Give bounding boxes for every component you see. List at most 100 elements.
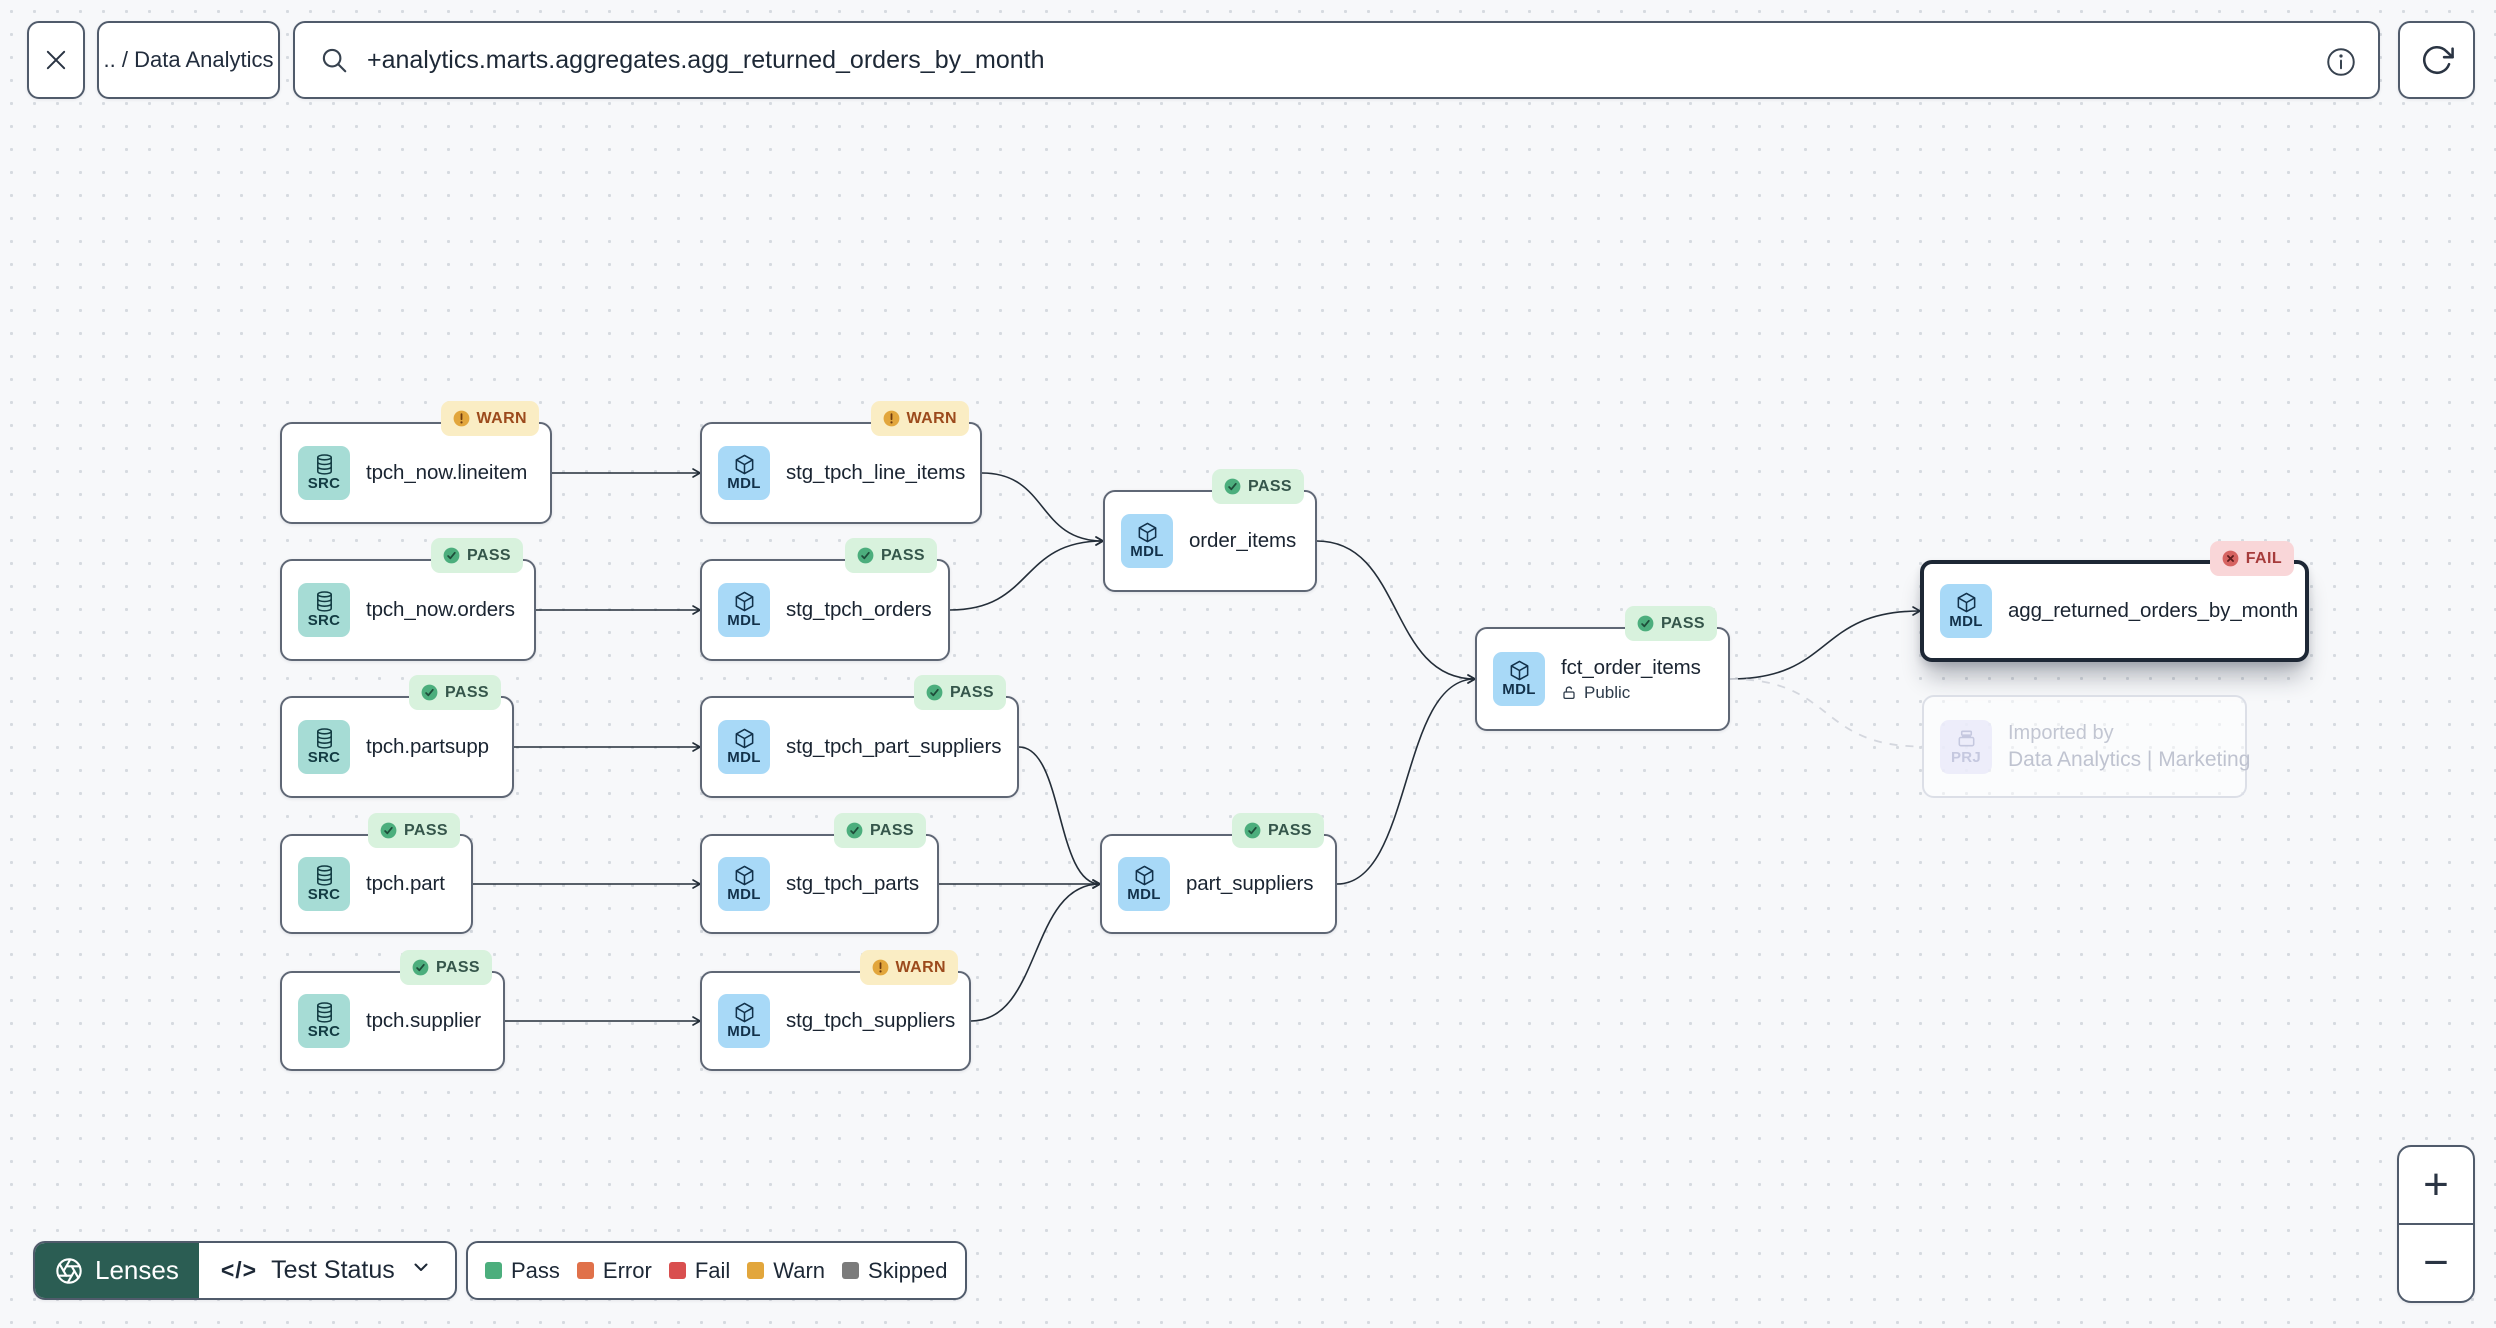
status-label: PASS — [404, 821, 448, 839]
legend-label: Pass — [511, 1257, 560, 1283]
status-check-icon — [1224, 478, 1241, 495]
status-check-icon — [1244, 822, 1261, 839]
close-button[interactable] — [27, 21, 85, 99]
lens-selector-label: Test Status — [271, 1256, 395, 1284]
node-title: tpch.part — [366, 872, 445, 895]
info-icon[interactable] — [2324, 45, 2358, 79]
status-label: PASS — [950, 683, 994, 701]
legend-swatch — [576, 1262, 594, 1279]
node-type-label: MDL — [727, 1023, 761, 1041]
zoom-controls: + − — [2397, 1145, 2475, 1303]
node-title: stg_tpch_line_items — [786, 461, 966, 484]
status-check-icon — [421, 684, 438, 701]
search-input[interactable] — [367, 45, 2304, 75]
node-title: stg_tpch_suppliers — [786, 1009, 956, 1032]
status-pill-pass: PASS — [409, 675, 501, 710]
database-icon — [316, 728, 332, 749]
node-type-badge-mdl: MDL — [1493, 652, 1545, 706]
cube-icon — [1138, 522, 1156, 543]
node-type-label: PRJ — [1950, 748, 1982, 766]
status-pill-warn: WARN — [440, 401, 539, 436]
node-type-label: SRC — [307, 612, 341, 630]
status-check-icon — [846, 822, 863, 839]
status-label: FAIL — [2245, 549, 2282, 567]
status-label: PASS — [870, 821, 914, 839]
breadcrumb[interactable]: .. / Data Analytics — [97, 21, 280, 99]
legend-swatch — [485, 1262, 502, 1279]
node-stg_tpch_part_suppliers[interactable]: MDL stg_tpch_part_suppliers PASS — [700, 675, 1019, 798]
node-title: tpch.supplier — [366, 1009, 481, 1032]
node-type-badge-mdl: MDL — [718, 583, 770, 637]
search-bar[interactable] — [293, 21, 2380, 99]
node-type-badge-mdl: MDL — [1940, 584, 1992, 638]
cube-icon — [735, 728, 753, 749]
legend-item-skipped: Skipped — [842, 1258, 948, 1284]
status-label: PASS — [1661, 614, 1705, 632]
node-type-badge-mdl: MDL — [718, 720, 770, 774]
status-x-icon — [2222, 550, 2239, 567]
edge-order_items-to-fct_order_items — [1316, 540, 1476, 684]
node-title: part_suppliers — [1186, 872, 1314, 895]
node-type-badge-src: SRC — [298, 446, 350, 500]
node-type-label: MDL — [1949, 613, 1983, 631]
status-label: PASS — [436, 958, 480, 976]
zoom-out-button[interactable]: − — [2423, 1238, 2449, 1287]
node-tpch_part[interactable]: SRC tpch.part PASS — [280, 813, 473, 934]
close-icon — [46, 50, 66, 70]
database-icon — [316, 591, 332, 612]
status-check-icon — [443, 547, 460, 564]
node-type-badge-mdl: MDL — [1121, 514, 1173, 568]
status-label: WARN — [476, 409, 527, 427]
cube-icon — [1957, 592, 1975, 613]
lenses-label: Lenses — [95, 1255, 179, 1285]
node-title: stg_tpch_part_suppliers — [786, 735, 1002, 758]
legend-item-warn: Warn — [747, 1258, 825, 1284]
lens-selector-dropdown[interactable]: </> Test Status — [199, 1243, 455, 1298]
node-type-label: MDL — [1502, 681, 1536, 699]
node-ghost-caption: Imported by — [2008, 721, 2114, 744]
node-type-label: MDL — [727, 749, 761, 767]
node-title: stg_tpch_orders — [786, 598, 932, 621]
node-title: fct_order_items — [1561, 655, 1701, 679]
legend-item-pass: Pass — [485, 1258, 560, 1284]
status-label: PASS — [881, 546, 925, 564]
node-title: order_items — [1189, 529, 1297, 552]
node-title: tpch_now.lineitem — [366, 461, 528, 484]
node-type-badge-src: SRC — [298, 583, 350, 637]
database-icon — [316, 454, 332, 475]
node-type-badge-prj: PRJ — [1940, 719, 1992, 774]
legend-item-fail: Fail — [668, 1258, 730, 1284]
aperture-icon — [56, 1257, 82, 1284]
node-type-label: SRC — [307, 886, 341, 904]
node-stg_tpch_orders[interactable]: MDL stg_tpch_orders PASS — [700, 538, 950, 661]
node-tpch_now_lineitem[interactable]: SRC tpch_now.lineitem WARN — [280, 401, 552, 524]
refresh-button[interactable] — [2398, 21, 2475, 99]
node-type-badge-src: SRC — [298, 857, 350, 911]
node-title: tpch.partsupp — [366, 735, 489, 758]
status-check-icon — [412, 959, 429, 976]
edge-stg_tpch_part_suppliers-to-part_suppliers — [1018, 746, 1101, 889]
status-check-icon — [857, 547, 874, 564]
lenses-button[interactable]: Lenses — [35, 1243, 199, 1298]
lens-control-group: Lenses </> Test Status — [33, 1241, 457, 1300]
status-pill-pass: PASS — [1232, 813, 1324, 848]
cube-icon — [735, 591, 753, 612]
node-type-badge-mdl: MDL — [718, 994, 770, 1048]
project-icon — [1958, 730, 1974, 747]
edge-stg_tpch_orders-to-order_items — [949, 536, 1104, 611]
zoom-in-button[interactable]: + — [2399, 1147, 2473, 1225]
